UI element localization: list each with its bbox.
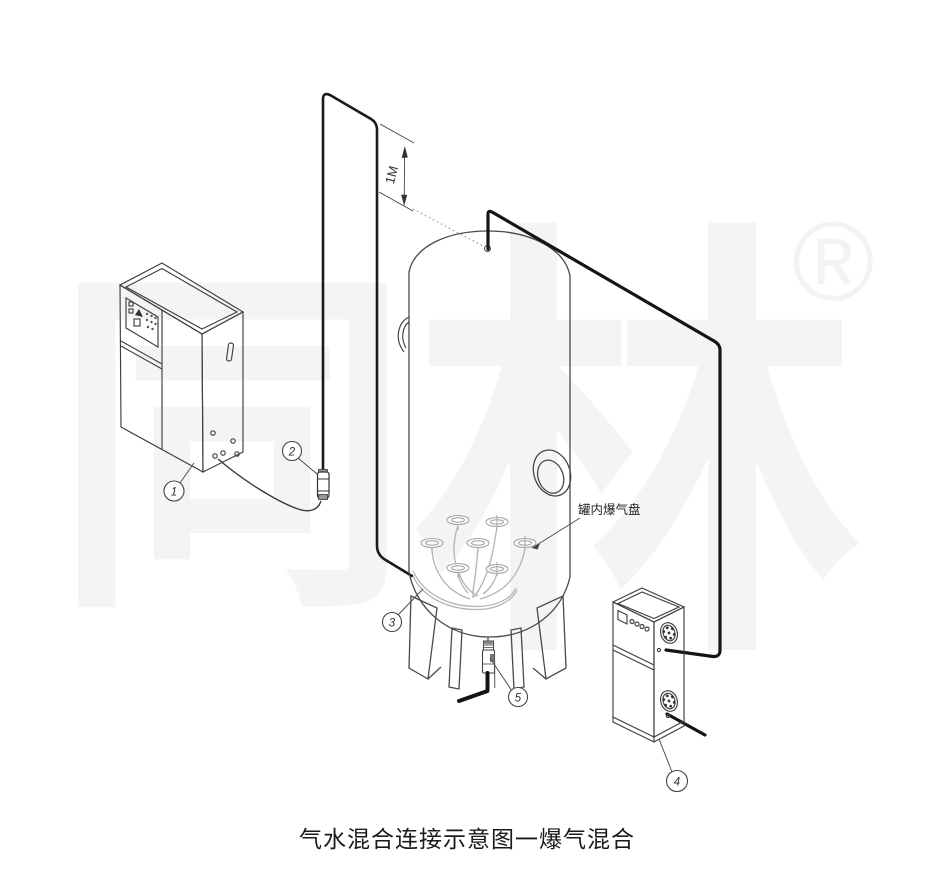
manhole-flange (532, 449, 572, 497)
gas-pipe-loop (321, 92, 414, 578)
svg-text:罐内爆气盘: 罐内爆气盘 (578, 502, 641, 517)
panel-lower-connector (659, 690, 679, 712)
gas-hose (217, 458, 322, 512)
callout-5: 5 (489, 657, 529, 708)
watermark-character-right: 林 (412, 202, 862, 704)
svg-text:5: 5 (515, 693, 522, 705)
tank-internal-label: 罐内爆气盘 (531, 502, 641, 550)
dimension-1m: 1M (378, 123, 484, 247)
svg-text:3: 3 (389, 618, 396, 630)
drain-valve (457, 637, 496, 703)
watermark-character-left: 同 (52, 247, 412, 649)
callout-3: 3 (381, 588, 424, 633)
dimension-label: 1M (382, 164, 401, 185)
figure-caption: 气水混合连接示意图一爆气混合 (299, 826, 635, 852)
callout-2: 2 (281, 440, 318, 475)
svg-text:1: 1 (171, 487, 177, 499)
check-valve (316, 469, 330, 500)
svg-text:4: 4 (674, 777, 680, 789)
tank-legs (408, 594, 567, 690)
tank-side-nozzle (397, 316, 410, 353)
panel-buttons (629, 618, 650, 632)
panel-upper-connector (659, 622, 679, 644)
reference-dotted-line (412, 208, 484, 247)
svg-text:2: 2 (288, 447, 296, 459)
warning-triangle-icon (135, 309, 143, 317)
aeration-manifold (412, 524, 526, 611)
registered-trademark-icon: ® (792, 199, 875, 324)
cabinet-outlet-ports (210, 430, 240, 459)
drain-pipe (457, 671, 490, 703)
offgas-pipe (486, 209, 722, 659)
destructor-panel (611, 587, 686, 743)
cabinet-control-panel (125, 296, 159, 349)
cabinet-door-handle (225, 342, 235, 362)
panel-display (617, 609, 628, 625)
callout-1: 1 (163, 462, 195, 502)
tank-shell (408, 230, 571, 638)
mixing-tank (397, 230, 572, 690)
aeration-discs (420, 514, 537, 578)
panel-outlet-pipe (665, 712, 707, 737)
ozone-generator-cabinet (118, 262, 245, 473)
callout-4: 4 (658, 738, 689, 793)
